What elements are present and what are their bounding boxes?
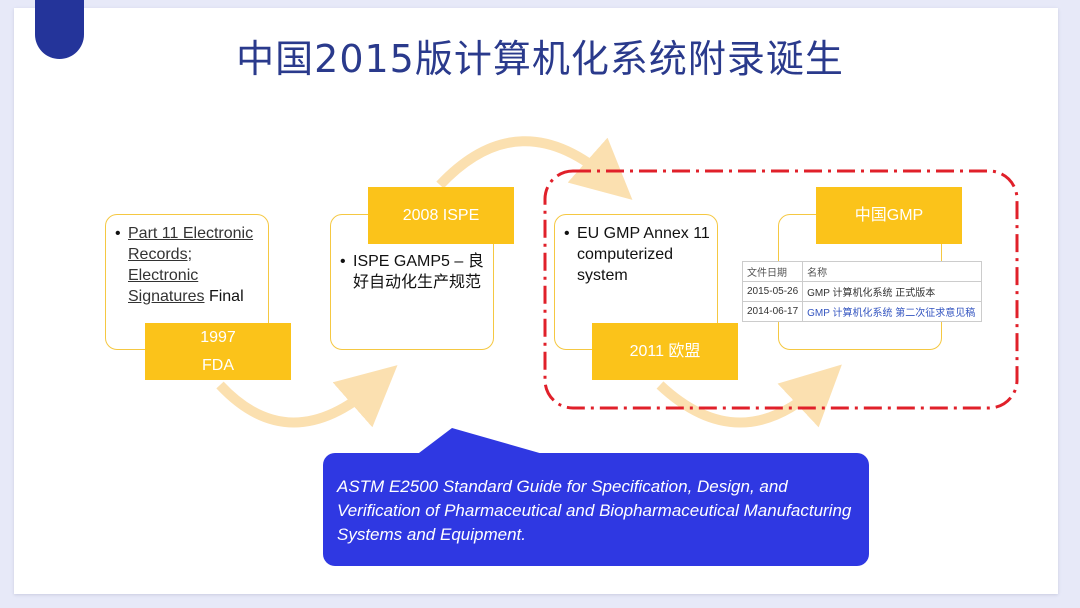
cell-name: GMP 计算机化系统 正式版本 xyxy=(802,281,983,302)
part11-suffix: Final xyxy=(204,288,244,305)
cell-name-link[interactable]: GMP 计算机化系统 第二次征求意见稿 xyxy=(802,301,983,322)
table-header-row: 文件日期名称 xyxy=(741,261,983,282)
cell-date: 2015-05-26 xyxy=(741,281,804,302)
label-2008-ispe: 2008 ISPE xyxy=(368,187,514,244)
cell-date: 2014-06-17 xyxy=(741,301,804,322)
annex11-text: EU GMP Annex 11 computerized system xyxy=(564,223,711,286)
label-year: 1997 xyxy=(200,328,236,346)
gamp5-text: ISPE GAMP5 – 良好自动化生产规范 xyxy=(340,251,487,293)
arrow-1997-to-2008 xyxy=(216,365,398,428)
highlight-frame xyxy=(543,169,1019,410)
label-china-gmp: 中国GMP xyxy=(816,187,962,244)
part11-link[interactable]: Part 11 Electronic Records; Electronic S… xyxy=(128,225,254,305)
header-tab-decoration xyxy=(35,0,84,59)
arrow-2011-to-china xyxy=(656,364,842,428)
astm-callout: ASTM E2500 Standard Guide for Specificat… xyxy=(323,453,869,566)
arrow-2008-to-2011 xyxy=(436,136,633,200)
page-title: 中国2015版计算机化系统附录诞生 xyxy=(236,37,844,81)
callout-pointer xyxy=(415,428,550,456)
label-2011-eu: 2011 欧盟 xyxy=(592,323,738,380)
header-name: 名称 xyxy=(802,261,983,282)
label-org: FDA xyxy=(202,356,234,374)
header-date: 文件日期 xyxy=(741,261,804,282)
